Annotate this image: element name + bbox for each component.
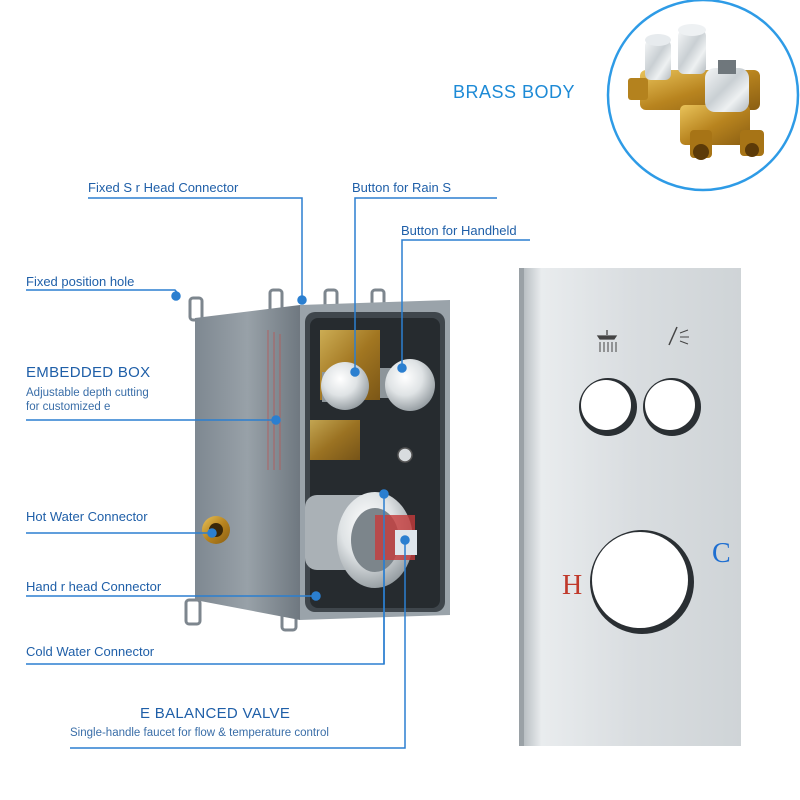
- handheld-button-knob: [380, 359, 435, 411]
- hot-mark: H: [562, 570, 583, 601]
- handheld-button-label: Button for Handheld: [401, 223, 517, 238]
- cold-water-label: Cold Water Connector: [26, 644, 155, 659]
- rain-button-label: Button for Rain S: [352, 180, 451, 195]
- embedded-box-line2: for customized e: [26, 401, 111, 413]
- cover-plate: [519, 268, 741, 746]
- cold-mark: C: [712, 538, 731, 569]
- handheld-connector-label: Hand r head Connector: [26, 579, 162, 594]
- brass-body-label: BRASS BODY: [453, 82, 576, 102]
- valve-description: Single-handle faucet for flow & temperat…: [70, 727, 329, 739]
- valve-title: E BALANCED VALVE: [140, 705, 291, 722]
- leader-lines: [26, 197, 530, 749]
- valve-cartridge: [305, 492, 417, 588]
- brass-body-inset: [606, 0, 800, 192]
- embedded-box-line1: Adjustable depth cutting: [26, 387, 149, 399]
- rain-button-knob: [321, 362, 369, 410]
- embedded-box: [195, 300, 450, 620]
- fixed-position-hole-label: Fixed position hole: [26, 274, 135, 289]
- fixed-head-connector-label: Fixed S r Head Connector: [88, 180, 239, 195]
- handheld-shower-icon: [668, 326, 689, 346]
- embedded-box-title: EMBEDDED BOX: [26, 364, 151, 381]
- rain-shower-icon: [596, 330, 618, 352]
- hot-water-label: Hot Water Connector: [26, 509, 148, 524]
